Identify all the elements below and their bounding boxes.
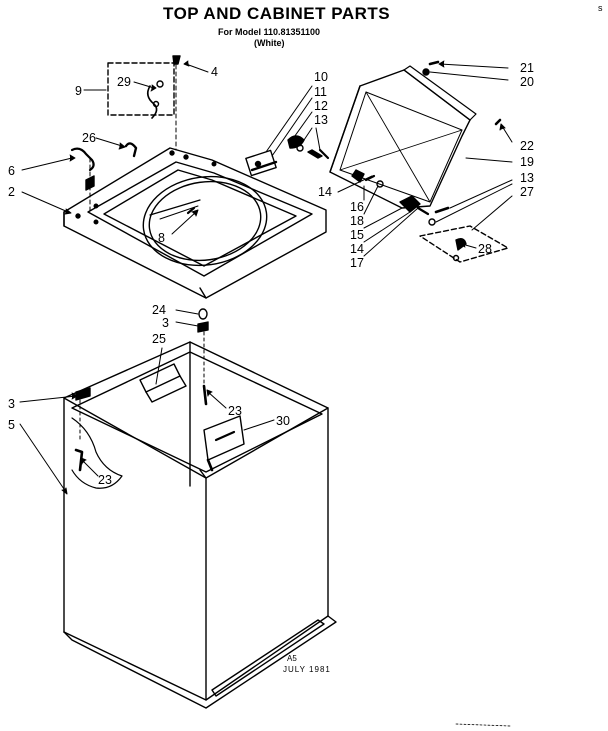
callout-28: 28 xyxy=(478,242,492,256)
callout-22: 22 xyxy=(520,139,534,153)
callout-9: 9 xyxy=(75,84,82,98)
callout-12: 12 xyxy=(314,99,328,113)
callout-23-middle: 23 xyxy=(228,404,242,418)
corner-mark: s xyxy=(598,3,603,13)
callout-17: 17 xyxy=(350,256,364,270)
washer-top-panel xyxy=(63,147,327,299)
leader-lines xyxy=(19,60,513,495)
footer-date: JULY 1981 xyxy=(283,665,331,674)
callout-25: 25 xyxy=(152,332,166,346)
callout-3-lower: 3 xyxy=(8,397,15,411)
callout-13-right: 13 xyxy=(520,171,534,185)
scan-mark xyxy=(455,723,511,727)
callout-18: 18 xyxy=(350,214,364,228)
callout-2: 2 xyxy=(8,185,15,199)
callout-23-left: 23 xyxy=(98,473,112,487)
switch-and-hinge-parts xyxy=(245,135,330,177)
footer-code: A5 xyxy=(287,654,297,663)
callout-19: 19 xyxy=(520,155,534,169)
callout-30: 30 xyxy=(276,414,290,428)
cabinet-hardware xyxy=(74,308,209,472)
callout-24: 24 xyxy=(152,303,166,317)
callout-8: 8 xyxy=(158,231,165,245)
callout-20: 20 xyxy=(520,75,534,89)
color-line: (White) xyxy=(254,38,285,48)
callout-15: 15 xyxy=(350,228,364,242)
callout-26: 26 xyxy=(82,131,96,145)
callout-14-upper: 14 xyxy=(318,185,332,199)
callout-3-upper: 3 xyxy=(162,316,169,330)
callout-16: 16 xyxy=(350,200,364,214)
callout-21: 21 xyxy=(520,61,534,75)
callout-11: 11 xyxy=(314,85,327,99)
diagram-title: TOP AND CABINET PARTS xyxy=(163,4,391,23)
washer-cabinet xyxy=(63,341,337,709)
callout-13-top: 13 xyxy=(314,113,328,127)
callout-27: 27 xyxy=(520,185,534,199)
callout-4: 4 xyxy=(211,65,218,79)
model-line: For Model 110.81351100 xyxy=(218,27,321,37)
callout-5: 5 xyxy=(8,418,15,432)
callout-numbers: 29 4 9 10 11 12 13 26 6 2 8 14 16 18 15 … xyxy=(8,61,534,487)
callout-29: 29 xyxy=(117,75,131,89)
callout-14-lower: 14 xyxy=(350,242,364,256)
callout-6: 6 xyxy=(8,164,15,178)
callout-10: 10 xyxy=(314,70,328,84)
top-panel-hardware xyxy=(70,55,181,213)
